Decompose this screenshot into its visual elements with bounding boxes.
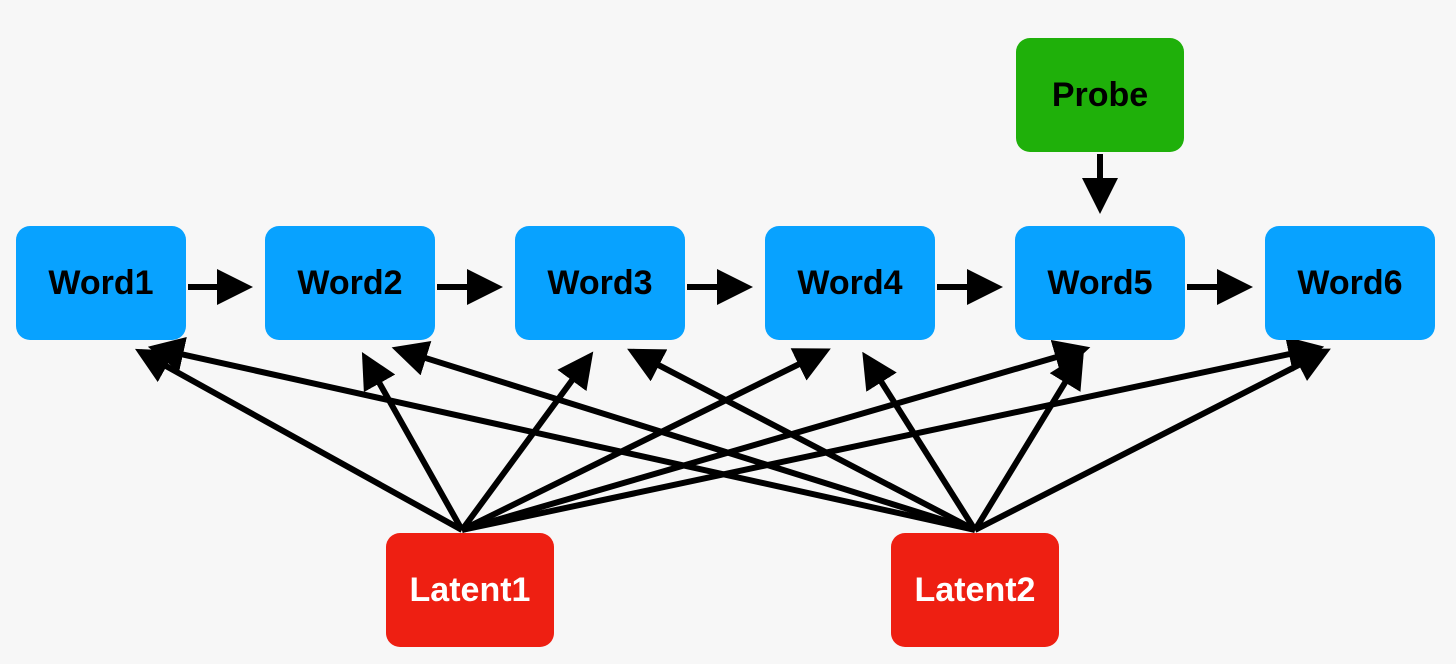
latent2-label: Latent2 — [914, 570, 1036, 609]
edge-latent2-to-word4 — [862, 351, 978, 532]
word5-label: Word5 — [1047, 263, 1153, 302]
latent1-label: Latent1 — [409, 570, 531, 609]
edge-latent1-to-word3 — [459, 351, 594, 532]
word3-node: Word3 — [515, 226, 685, 340]
word5-node: Word5 — [1015, 226, 1185, 340]
word6-label: Word6 — [1297, 263, 1403, 302]
probe-label: Probe — [1051, 75, 1149, 114]
word6-node: Word6 — [1265, 226, 1435, 340]
word2-node: Word2 — [265, 226, 435, 340]
edge-latent2-to-word2 — [391, 340, 976, 533]
latent1-node: Latent1 — [386, 533, 554, 647]
edge-latent1-to-word4 — [460, 348, 831, 533]
edge-latent2-to-word6 — [973, 348, 1331, 533]
edge-latent1-to-word5 — [461, 340, 1091, 533]
edge-latent2-to-word3 — [627, 348, 977, 533]
latent2-node: Latent2 — [891, 533, 1059, 647]
edge-latent1-to-word1 — [134, 348, 464, 533]
word4-node: Word4 — [765, 226, 935, 340]
word3-label: Word3 — [547, 263, 653, 302]
edge-latent1-to-word6 — [461, 336, 1325, 533]
word1-node: Word1 — [16, 226, 186, 340]
edge-latent2-to-word5 — [972, 351, 1084, 532]
word4-label: Word4 — [797, 263, 903, 302]
probe-node: Probe — [1016, 38, 1184, 152]
word2-label: Word2 — [297, 263, 403, 302]
word1-label: Word1 — [48, 263, 154, 302]
edge-latent2-to-word1 — [147, 336, 976, 533]
edge-latent1-to-word2 — [361, 351, 465, 532]
